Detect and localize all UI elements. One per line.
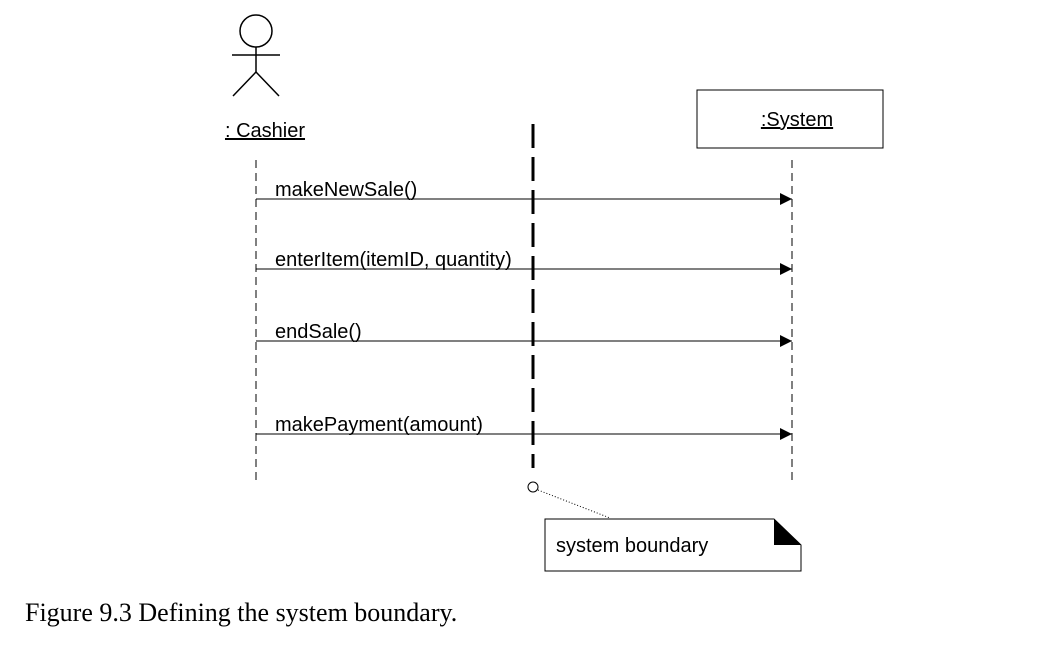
actor-label: : Cashier <box>225 120 305 142</box>
note-anchor-circle-icon <box>527 481 539 493</box>
message: makeNewSale() <box>256 179 792 205</box>
note-box: system boundary <box>544 518 802 572</box>
actor-stick-figure-icon <box>232 14 280 97</box>
system-object-label: :System <box>761 109 833 131</box>
figure-caption: Figure 9.3 Defining the system boundary. <box>25 598 458 627</box>
note-connector <box>537 489 611 519</box>
message: makePayment(amount) <box>256 414 792 440</box>
message-label: makePayment(amount) <box>275 414 483 436</box>
message: endSale() <box>256 321 792 347</box>
message-label: makeNewSale() <box>275 179 417 201</box>
message-label: endSale() <box>275 321 362 343</box>
sequence-diagram: : Cashier :System makeNewSale() enterIte… <box>225 14 884 572</box>
note-label: system boundary <box>556 535 708 557</box>
system-object-box <box>696 89 884 149</box>
message-label: enterItem(itemID, quantity) <box>275 249 512 271</box>
message: enterItem(itemID, quantity) <box>256 249 792 275</box>
note-folded-corner-icon <box>774 519 801 545</box>
